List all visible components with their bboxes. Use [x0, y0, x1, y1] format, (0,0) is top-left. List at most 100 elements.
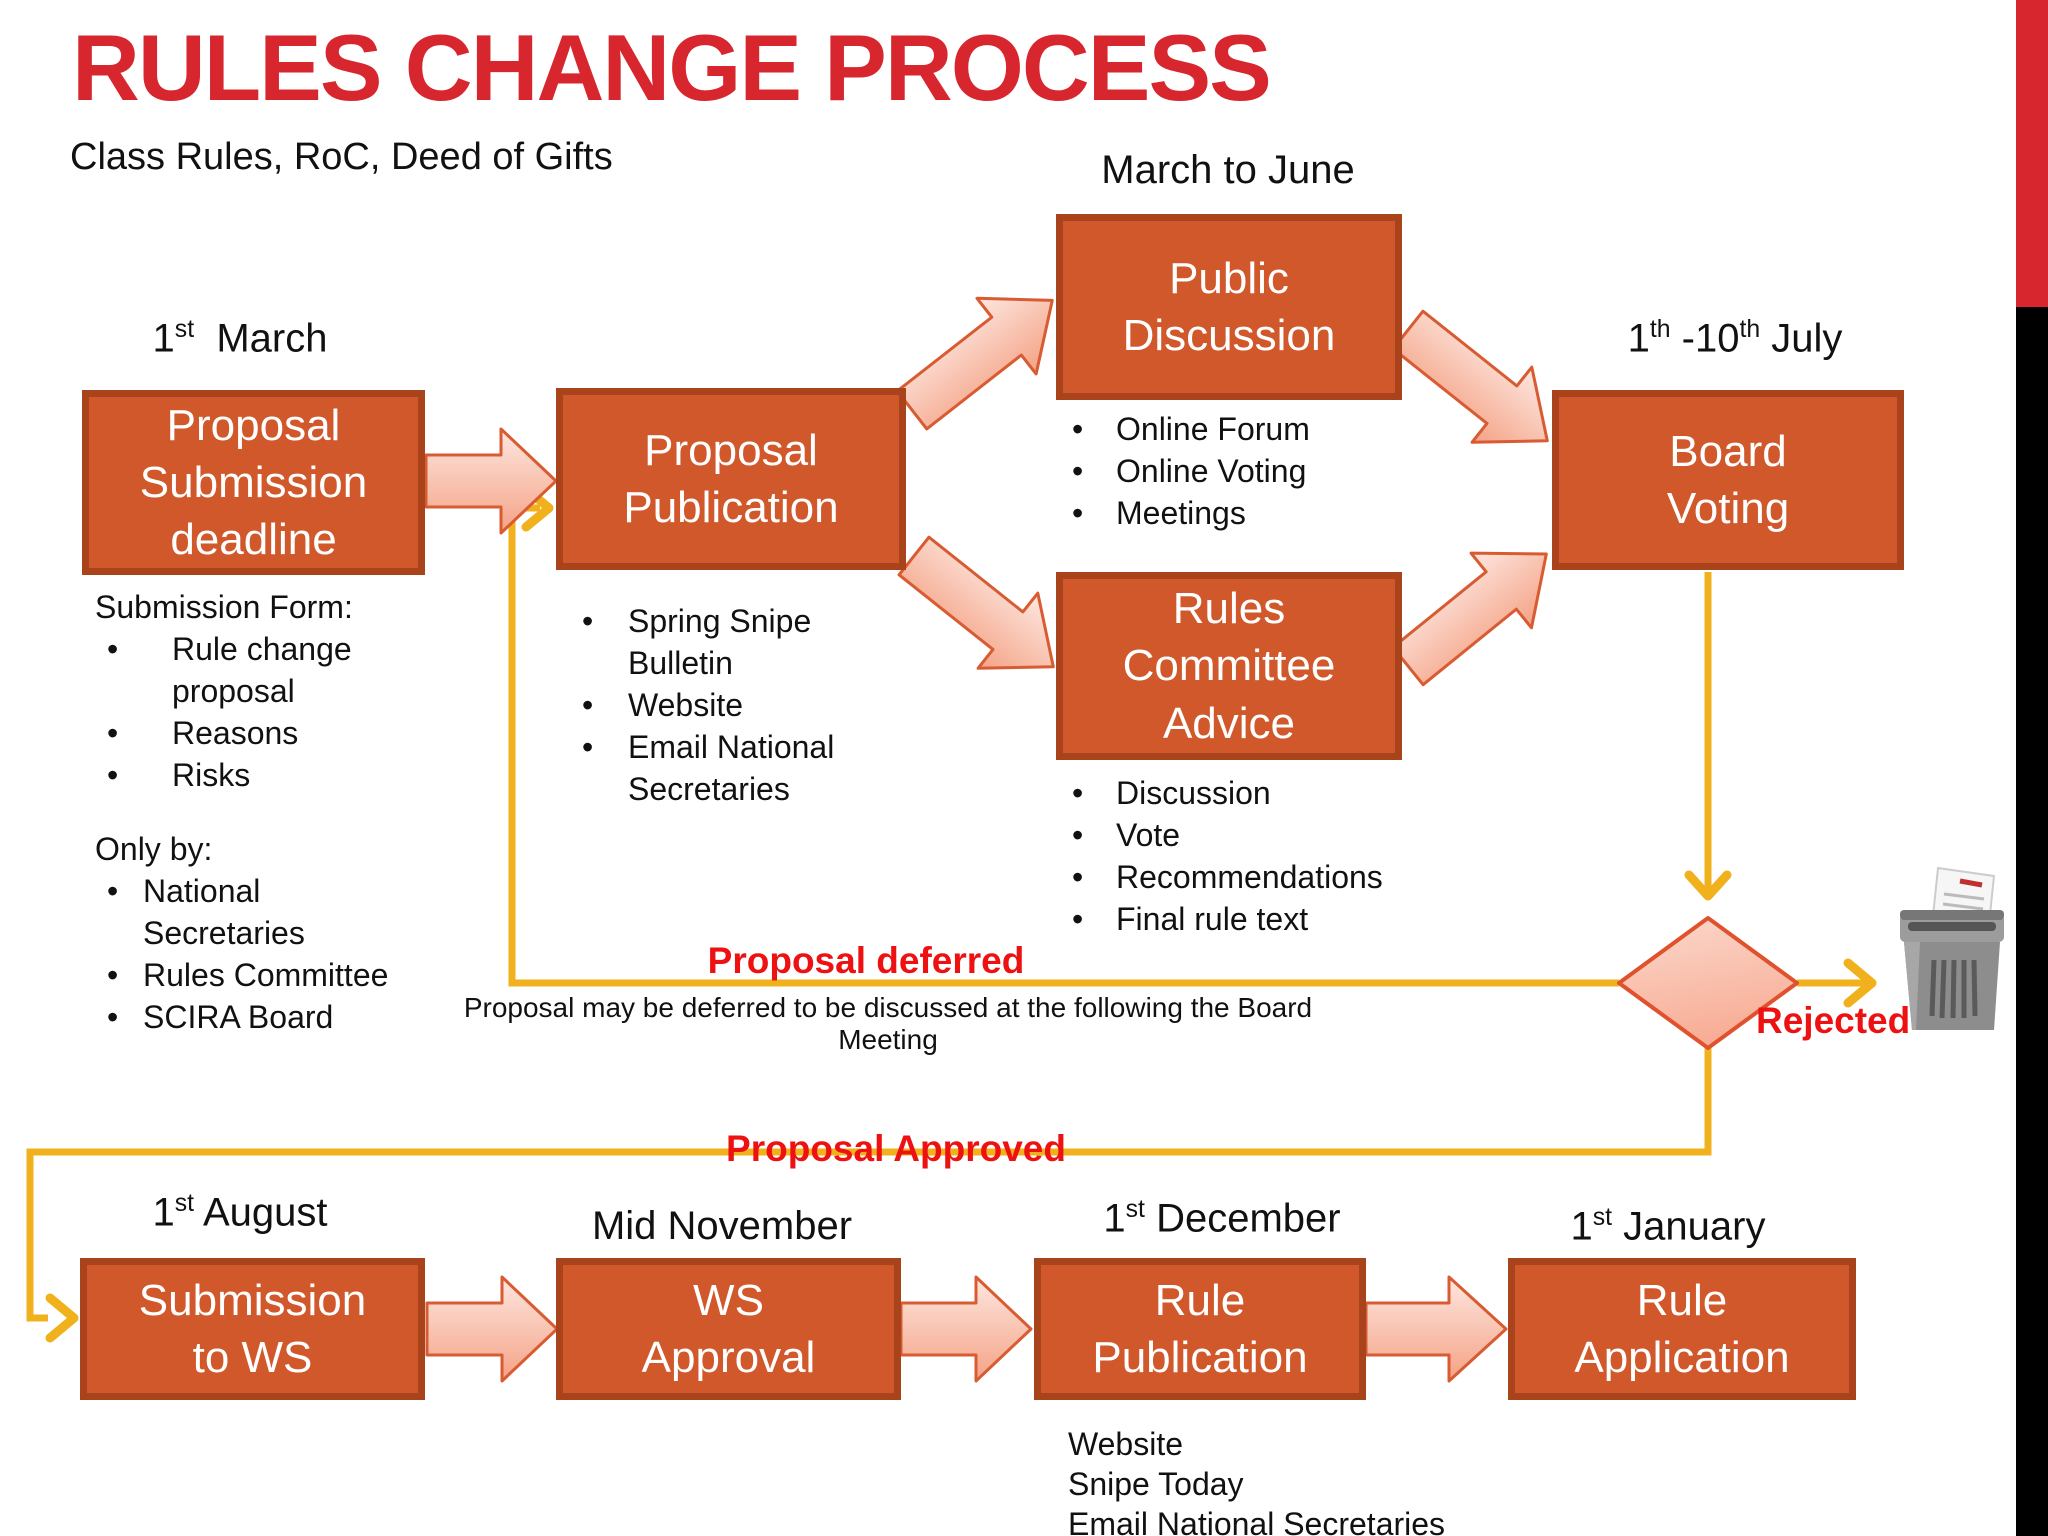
bullet-icon: •	[1072, 411, 1084, 447]
box-label-line: Publication	[1092, 1333, 1308, 1382]
connector-voting-to-decision	[1684, 572, 1732, 901]
bullet-icon: •	[1072, 775, 1084, 811]
box-label-line: Public	[1169, 253, 1289, 303]
list-item: • Meetings	[1072, 492, 1446, 534]
arrow-submission-to-publication	[424, 427, 558, 535]
box-label-line: Discussion	[1122, 311, 1336, 360]
box-label-line: to WS	[192, 1333, 313, 1382]
bullet-icon: •	[107, 757, 119, 793]
label-proposal-approved: Proposal Approved	[726, 1128, 1066, 1169]
list-title: Only by:	[95, 831, 213, 867]
arrow-discussion-to-voting	[1391, 309, 1549, 444]
list-item: • Online Forum	[1072, 408, 1446, 450]
list-item: Snipe Today	[1068, 1466, 1244, 1502]
box-ws-approval: WS Approval	[556, 1258, 901, 1400]
bullet-icon: •	[1072, 859, 1084, 895]
box-label-line: Proposal	[644, 425, 818, 475]
arrow-publication-to-application	[1364, 1275, 1508, 1383]
bullet-icon: •	[1072, 817, 1084, 853]
box-label-line: Rule	[1154, 1275, 1246, 1325]
list-item: • Email National Secretaries	[582, 726, 868, 810]
date-label-mid-november: Mid November	[591, 1204, 853, 1248]
date-label-july: 1th -10th July	[1627, 316, 1843, 361]
list-item: Website	[1068, 1426, 1184, 1462]
black-accent-bar	[2016, 307, 2048, 1536]
box-label-line: WS	[693, 1275, 764, 1325]
list-item: • Reasons	[95, 712, 432, 754]
bullet-icon: •	[582, 729, 594, 765]
list-item: • Website	[582, 684, 868, 726]
connector-rejected	[1797, 958, 1877, 1008]
list-item: • SCIRA Board	[95, 996, 403, 1038]
box-label-line: deadline	[170, 515, 337, 565]
bullet-icon: •	[582, 603, 594, 639]
bullet-icon: •	[107, 715, 119, 751]
box-label-line: Application	[1574, 1333, 1790, 1382]
list-item: • Recommendations	[1072, 856, 1446, 898]
label-proposal-deferred: Proposal deferred	[707, 940, 1025, 981]
date-label-august: 1st August	[152, 1190, 328, 1235]
list-item: • Discussion	[1072, 772, 1446, 814]
box-label-line: Proposal	[166, 400, 341, 450]
bullet-icon: •	[107, 957, 119, 993]
red-accent-bar	[2016, 0, 2048, 307]
box-label-line: Rule	[1636, 1275, 1728, 1325]
box-submission-to-ws: Submission to WS	[80, 1258, 425, 1400]
committee-outputs-list: • Discussion • Vote • Recommendations • …	[1072, 772, 1446, 940]
date-label-december: 1st December	[1103, 1196, 1341, 1241]
page-subtitle: Class Rules, RoC, Deed of Gifts	[70, 136, 613, 178]
arrow-publication-to-discussion	[895, 296, 1054, 431]
box-label-line: Rules	[1172, 584, 1286, 634]
arrow-publication-to-committee	[897, 535, 1055, 670]
box-label-line: Submission	[138, 1275, 367, 1325]
publication-channels-list: • Spring Snipe Bulletin • Website • Emai…	[582, 600, 868, 810]
box-label-line: Board	[1669, 426, 1787, 476]
box-proposal-submission: Proposal Submission deadline	[82, 390, 425, 575]
decision-diamond	[1617, 916, 1799, 1050]
box-label-line: Approval	[641, 1333, 816, 1382]
box-label-line: Submission	[139, 457, 368, 507]
list-title: Submission Form:	[95, 589, 353, 625]
box-rule-application: Rule Application	[1508, 1258, 1856, 1400]
page-title: RULES CHANGE PROCESS	[72, 15, 1272, 120]
list-item: • Rule change proposal	[95, 628, 432, 712]
label-deferred-note: Proposal may be deferred to be discussed…	[463, 992, 1313, 1055]
bullet-icon: •	[107, 873, 119, 909]
list-item: • Rules Committee	[95, 954, 403, 996]
list-item: Email National Secretaries	[1068, 1506, 1446, 1536]
bullet-icon: •	[107, 631, 119, 667]
box-label-line: Advice	[1162, 698, 1296, 748]
box-label-line: Voting	[1666, 484, 1790, 533]
list-item: • Spring Snipe Bulletin	[582, 600, 868, 684]
discussion-modes-list: • Online Forum • Online Voting • Meeting…	[1072, 408, 1446, 534]
bullet-icon: •	[1072, 453, 1084, 489]
list-item: • Vote	[1072, 814, 1446, 856]
bullet-icon: •	[1072, 901, 1084, 937]
label-rejected: Rejected	[1756, 1000, 1911, 1041]
list-item: • National Secretaries	[95, 870, 403, 954]
box-proposal-publication: Proposal Publication	[556, 388, 906, 570]
box-label-line: Committee	[1122, 641, 1336, 691]
box-label-line: Publication	[623, 483, 839, 532]
list-item: • Risks	[95, 754, 432, 796]
submission-form-list: Submission Form: • Rule change proposal …	[95, 586, 432, 796]
arrow-ws-submission-to-approval	[425, 1275, 559, 1383]
box-rules-committee-advice: Rules Committee Advice	[1056, 572, 1402, 760]
date-label-march-to-june: March to June	[1101, 148, 1355, 192]
connector-proposal-approved	[26, 1048, 1712, 1343]
arrow-committee-to-voting	[1391, 551, 1548, 687]
shredder-image	[1900, 866, 2004, 1030]
rule-publication-channels-list: Website Snipe Today Email National Secre…	[1068, 1424, 1445, 1536]
list-item: • Online Voting	[1072, 450, 1446, 492]
date-label-march: 1st March	[152, 316, 328, 361]
box-rule-publication: Rule Publication	[1034, 1258, 1366, 1400]
only-by-list: Only by: • National Secretaries • Rules …	[95, 828, 403, 1038]
bullet-icon: •	[1072, 495, 1084, 531]
date-label-january: 1st January	[1570, 1204, 1766, 1249]
bullet-icon: •	[582, 687, 594, 723]
arrow-approval-to-publication	[899, 1275, 1033, 1383]
box-board-voting: Board Voting	[1552, 390, 1904, 570]
list-item: • Final rule text	[1072, 898, 1446, 940]
